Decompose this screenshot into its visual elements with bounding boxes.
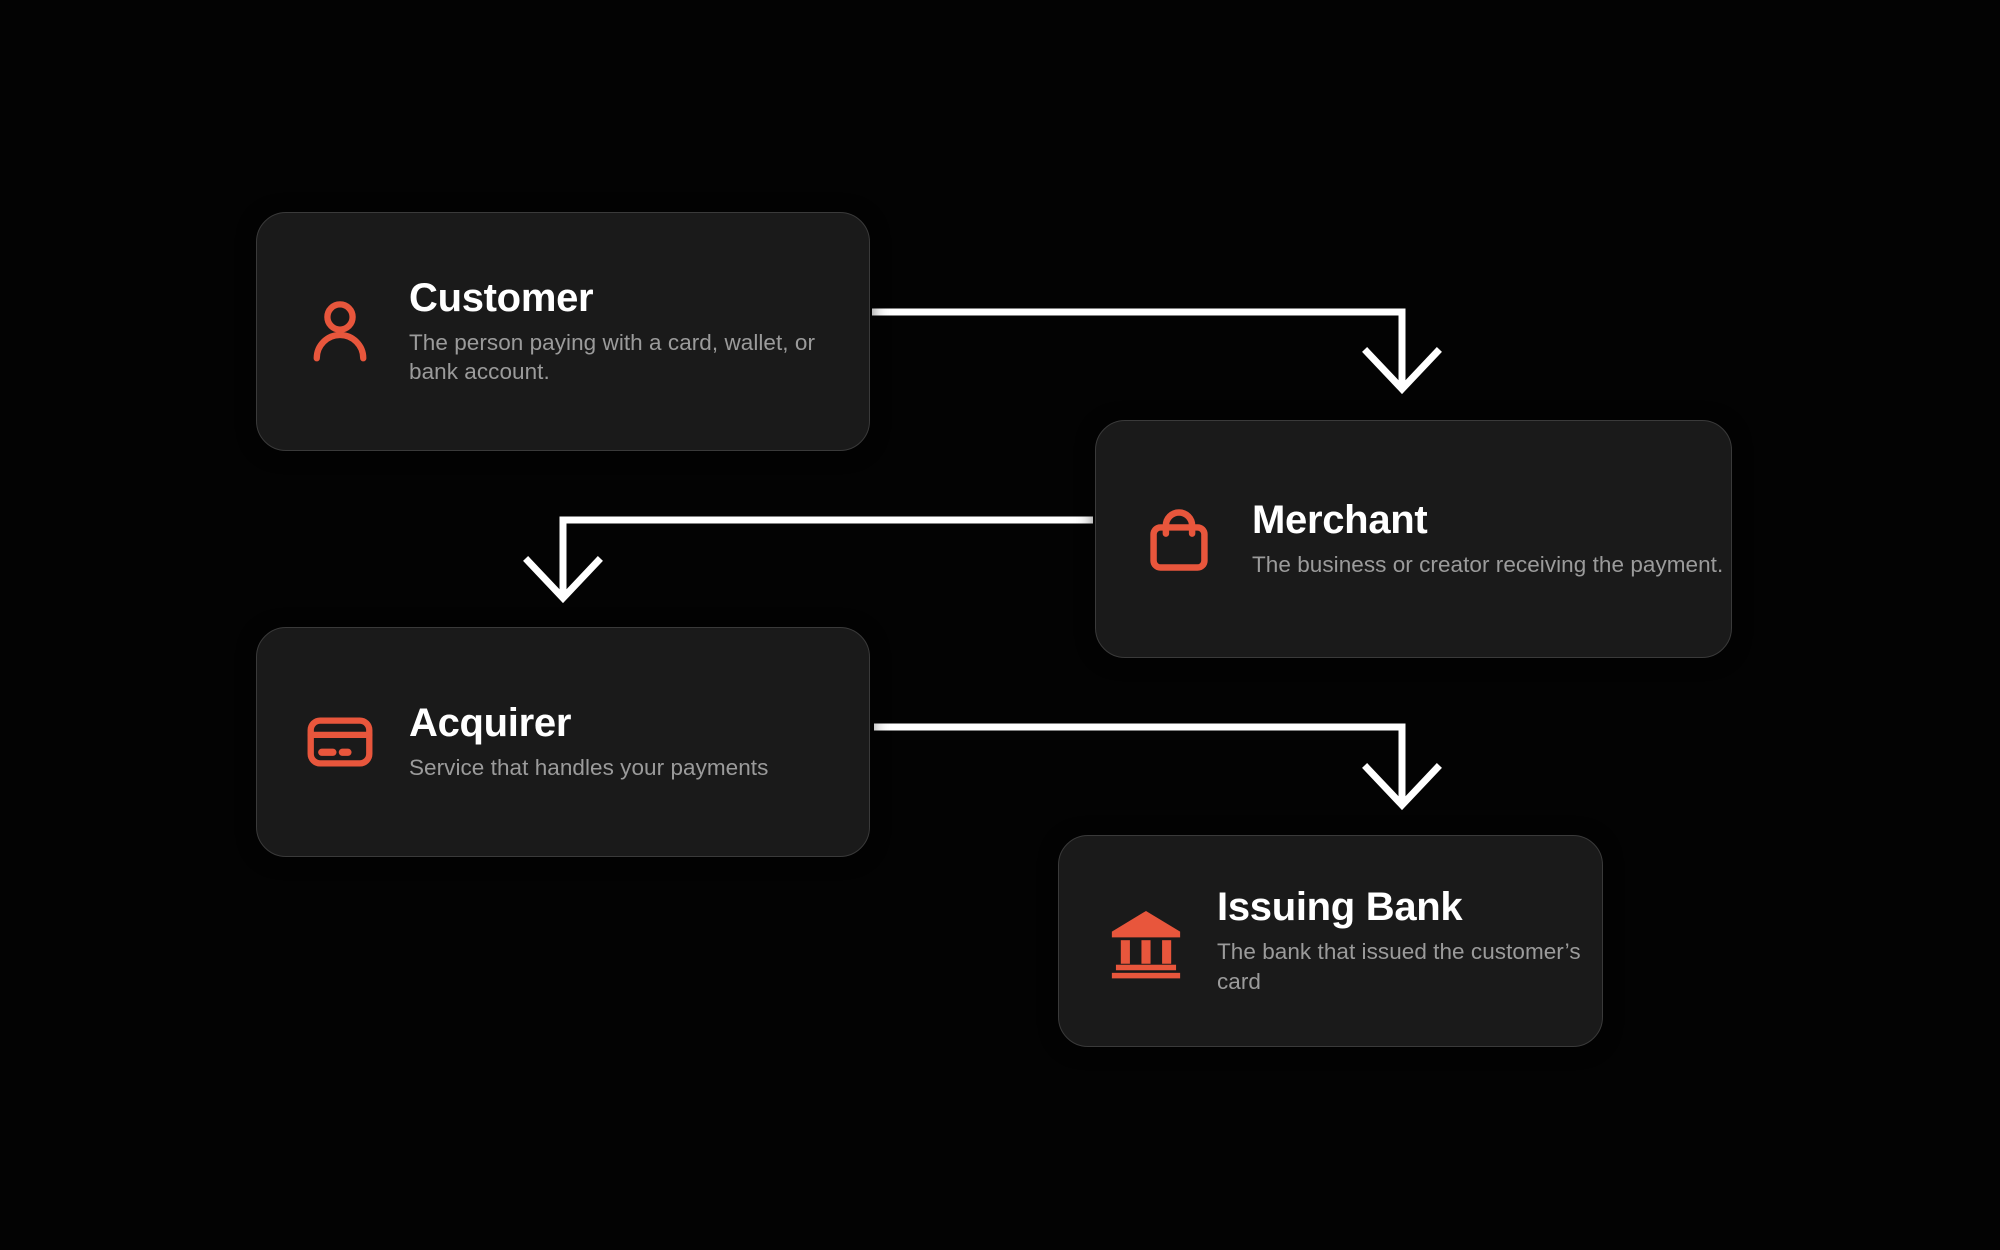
node-text-acquirer: Acquirer Service that handles your payme… [409, 701, 768, 782]
node-text-merchant: Merchant The business or creator receivi… [1252, 498, 1723, 579]
node-description-customer: The person paying with a card, wallet, o… [409, 329, 816, 385]
node-title-customer: Customer [409, 275, 594, 320]
node-title-issuing-bank: Issuing Bank [1217, 885, 1463, 930]
node-text-issuing-bank: Issuing Bank The bank that issued the cu… [1217, 885, 1602, 996]
node-description-merchant: The business or creator receiving the pa… [1252, 552, 1724, 578]
node-card-merchant[interactable]: Merchant The business or creator receivi… [1095, 420, 1732, 658]
connector-merchant-to-acquirer [523, 516, 1093, 604]
node-description-issuing-bank: The bank that issued the customer’s card [1217, 939, 1581, 994]
person-icon [301, 296, 379, 368]
bank-icon [1107, 901, 1185, 981]
connector-acquirer-to-bank [874, 723, 1442, 811]
node-card-issuing-bank[interactable]: Issuing Bank The bank that issued the cu… [1058, 835, 1603, 1047]
credit-card-icon [301, 704, 379, 780]
node-card-customer[interactable]: Customer The person paying with a card, … [256, 212, 870, 451]
node-description-acquirer: Service that handles your payments [409, 755, 769, 781]
shopping-bag-icon [1140, 502, 1218, 576]
node-title-acquirer: Acquirer [409, 701, 572, 746]
node-text-customer: Customer The person paying with a card, … [409, 276, 869, 387]
connector-customer-to-merchant [872, 308, 1442, 395]
node-title-merchant: Merchant [1252, 498, 1428, 543]
node-card-acquirer[interactable]: Acquirer Service that handles your payme… [256, 627, 870, 857]
